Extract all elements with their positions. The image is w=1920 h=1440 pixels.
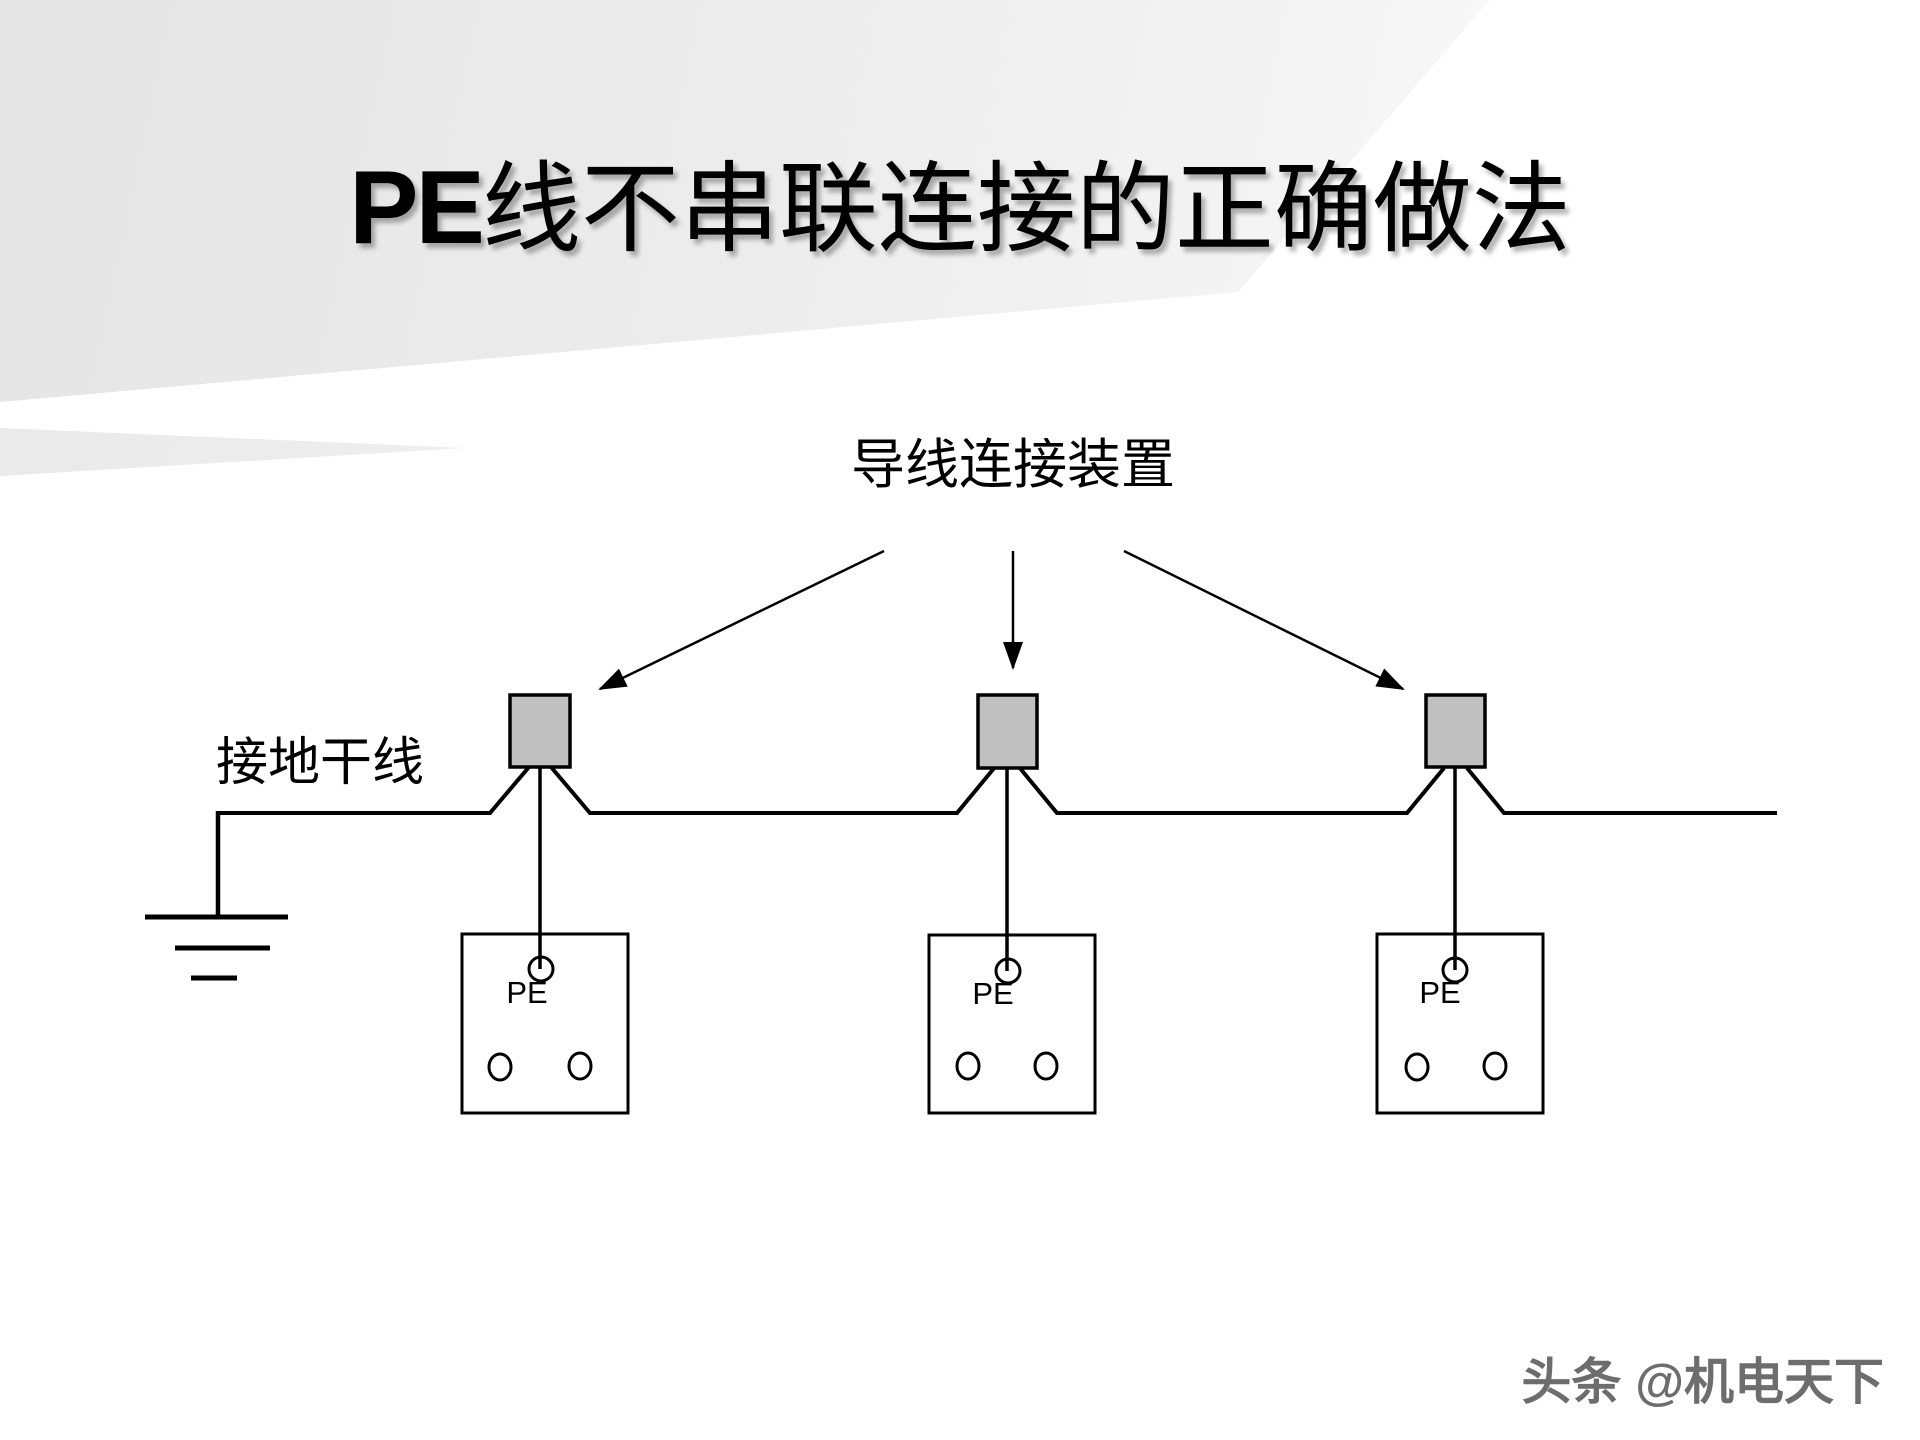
socket-hole-left [1404, 1052, 1430, 1082]
pe-label: PE [972, 976, 1013, 1011]
socket-outlet-1: PE [460, 767, 630, 1115]
earth-ground-symbol [145, 811, 288, 981]
socket-hole-right [567, 1051, 593, 1081]
connector-box-2 [976, 693, 1039, 770]
socket-outlet-3: PE [1375, 767, 1545, 1115]
ground-bus-line [218, 765, 1777, 815]
pe-label: PE [1419, 975, 1460, 1010]
slide-title-latin: PE [349, 150, 485, 266]
socket-hole-right [1033, 1051, 1059, 1081]
slide-title: PE线不串联连接的正确做法 [0, 150, 1920, 267]
arrow-to-left-connector [598, 549, 885, 691]
connector-box-3 [1424, 693, 1487, 769]
socket-hole-right [1482, 1051, 1508, 1081]
socket-hole-left [955, 1051, 981, 1081]
connector-device-label: 导线连接装置 [851, 435, 1175, 495]
arrow-to-right-connector [1123, 549, 1405, 691]
slide-title-chinese: 线不串联连接的正确做法 [481, 156, 1571, 265]
callout-arrows [598, 549, 1405, 691]
socket-hole-left [487, 1052, 513, 1082]
connector-box-1 [508, 693, 572, 769]
socket-outlet-2: PE [927, 768, 1097, 1115]
watermark-text: 头条 @机电天下 [1521, 1354, 1884, 1410]
ground-bus-label: 接地干线 [216, 735, 424, 792]
connector-boxes [508, 693, 1487, 770]
pe-label: PE [506, 975, 547, 1010]
